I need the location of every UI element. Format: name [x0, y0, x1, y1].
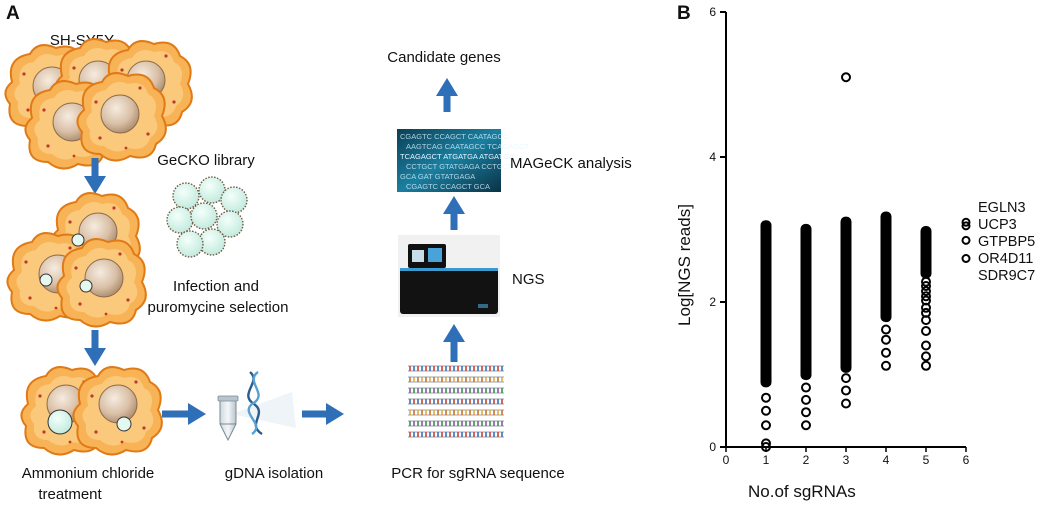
data-point [961, 254, 971, 263]
data-point [921, 286, 931, 297]
mageck-label: MAGeCK analysis [510, 155, 632, 172]
y-axis-title: Log[NGS reads] [675, 204, 694, 326]
screen-sequence-text: TCAGAGCT ATGATGA ATGATGA [400, 152, 514, 161]
panel-a: A SH-SY5Y GeCKO library [4, 3, 632, 503]
point-column-dense [920, 226, 932, 279]
plot-ticks: 0 2 4 6 0 1 2 3 4 5 6 [709, 5, 969, 467]
data-point [961, 235, 971, 245]
screen-sequence-text: CGAGTC CCAGCT CAATAGCC [400, 132, 509, 141]
data-point [921, 326, 931, 336]
treatment-label-line1: Ammonium chloride [22, 465, 155, 482]
data-point [961, 217, 971, 227]
panel-b-label: B [677, 3, 691, 24]
data-point [761, 405, 771, 416]
cell-cluster-infected [6, 192, 147, 328]
data-point [881, 360, 891, 371]
panel-b: B 0 2 4 6 0 1 2 3 4 5 6 No.of sgRNAs Log[NGS reads… [675, 3, 1035, 501]
cell-cluster-treated [20, 366, 163, 456]
data-point [921, 295, 931, 306]
data-point [961, 221, 971, 231]
data-point [801, 420, 811, 431]
data-point [841, 72, 851, 83]
candidates-label: Candidate genes [387, 49, 500, 66]
plot-marks [760, 72, 971, 452]
right-arrow-1-head [188, 403, 206, 425]
data-point [801, 407, 811, 418]
data-point [921, 351, 931, 362]
screen-sequence-text: AAGTCAG CAATAGCC TCAGAGCT [406, 142, 529, 151]
up-arrow-1-head [443, 324, 465, 342]
gecko-library-virus-icon [166, 176, 248, 258]
data-point [761, 392, 771, 403]
gene-label: EGLN3 [978, 200, 1026, 216]
data-point [761, 420, 771, 431]
data-point [921, 307, 931, 318]
x-tick-label: 5 [923, 453, 930, 467]
cell-cluster-initial [4, 38, 193, 170]
gdna-tube-icon [217, 392, 296, 442]
x-tick-label: 1 [763, 453, 770, 467]
dna-helix-icon [247, 371, 263, 436]
infection-label-line1: Infection and [173, 278, 259, 295]
screen-sequence-text: CCTGCT GTATGAGA CCTGCT [406, 162, 513, 171]
data-point [921, 281, 931, 292]
point-column-dense [800, 223, 812, 381]
infection-label-line2: puromycine selection [148, 299, 289, 316]
data-point [881, 334, 891, 345]
data-point [841, 398, 851, 409]
y-tick-label: 6 [709, 5, 716, 19]
data-point [921, 291, 931, 302]
data-point [921, 276, 931, 287]
y-tick-label: 4 [709, 150, 716, 164]
gene-label: SDR9C7 [978, 268, 1035, 284]
up-arrow-2-head [443, 196, 465, 214]
data-point [841, 373, 851, 384]
data-point [801, 394, 811, 405]
gene-label: OR4D11 [978, 251, 1033, 267]
down-arrow-1-head [84, 176, 106, 194]
data-point [881, 324, 891, 335]
gene-label: GTPBP5 [978, 234, 1035, 250]
x-tick-label: 4 [883, 453, 890, 467]
scatter-plot: 0 2 4 6 0 1 2 3 4 5 6 [709, 5, 971, 467]
pcr-product-icon [408, 365, 504, 438]
pcr-label: PCR for sgRNA sequence [391, 465, 564, 482]
x-axis-title: No.of sgRNAs [748, 482, 856, 501]
x-tick-label: 0 [723, 453, 730, 467]
y-tick-label: 0 [709, 440, 716, 454]
library-label: GeCKO library [157, 152, 255, 169]
point-column-dense [760, 220, 772, 388]
up-arrow-3-head [436, 78, 458, 96]
down-arrow-2-head [84, 348, 106, 366]
data-point [801, 382, 811, 393]
data-point [921, 360, 931, 371]
point-column-dense [840, 216, 852, 373]
data-point [921, 340, 931, 351]
screen-sequence-text: CGAGTC CCAGCT GCA [406, 182, 490, 191]
x-tick-label: 2 [803, 453, 810, 467]
data-point [841, 385, 851, 396]
ngs-label: NGS [512, 271, 545, 288]
point-column-dense [880, 211, 892, 323]
gene-label: UCP3 [978, 217, 1017, 233]
right-arrow-2-head [326, 403, 344, 425]
y-tick-label: 2 [709, 295, 716, 309]
data-point [881, 347, 891, 358]
treatment-label-line2: treatment [38, 486, 102, 503]
x-tick-label: 6 [963, 453, 970, 467]
screen-sequence-text: GCA GAT GTATGAGA [400, 172, 475, 181]
ngs-sequencer-icon [398, 235, 500, 317]
gdna-label: gDNA isolation [225, 465, 323, 482]
x-tick-label: 3 [843, 453, 850, 467]
panel-a-label: A [6, 3, 20, 24]
